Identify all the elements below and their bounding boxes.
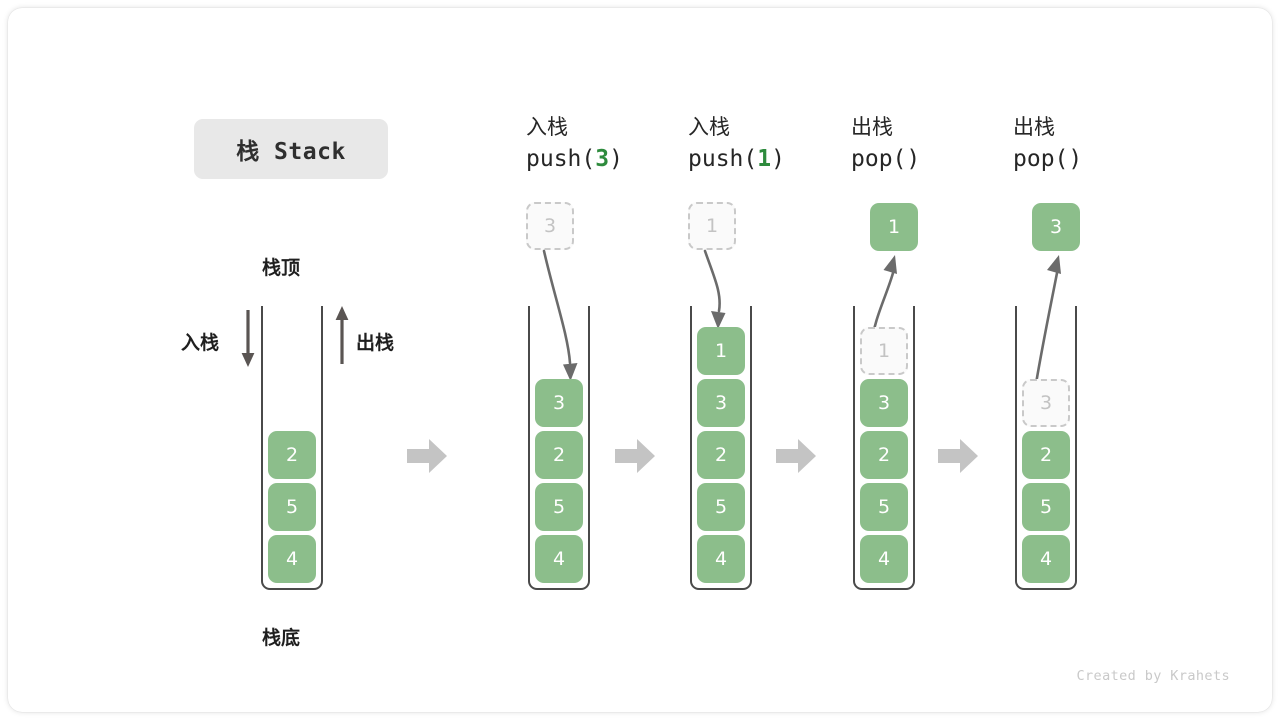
step-op-label: 入栈 (688, 115, 730, 139)
stack-container-pop-3 (1015, 306, 1077, 590)
step-pop-3: 出栈 pop() 3 3 2 5 4 (1013, 113, 1188, 593)
code-arg: 1 (757, 145, 772, 172)
step-op-label: 出栈 (851, 115, 893, 139)
stack-bottom-label: 栈底 (262, 627, 301, 649)
step-code-label: pop() (851, 143, 1021, 176)
stack-cell: 2 (1022, 431, 1070, 479)
stack-cell: 4 (697, 535, 745, 583)
stack-cell: 2 (268, 431, 316, 479)
code-prefix: push( (688, 145, 758, 172)
pop-direction-label: 出栈 (356, 332, 395, 354)
incoming-element: 1 (688, 202, 736, 250)
stack-cell: 5 (268, 483, 316, 531)
code-suffix: ) (771, 145, 785, 172)
stack-cell: 4 (1022, 535, 1070, 583)
stack-cell: 1 (697, 327, 745, 375)
stack-cell: 2 (860, 431, 908, 479)
diagram-title: 栈 Stack (194, 119, 388, 179)
stack-cell: 3 (860, 379, 908, 427)
push-direction-label: 入栈 (181, 332, 220, 354)
step-header-push-1: 入栈 push(1) (688, 113, 858, 175)
step-pop-1: 出栈 pop() 1 1 3 2 5 4 (851, 113, 1026, 593)
stack-cell: 5 (860, 483, 908, 531)
stack-cell: 2 (697, 431, 745, 479)
incoming-element: 3 (526, 202, 574, 250)
code-suffix: ) (609, 145, 623, 172)
step-header-push-3: 入栈 push(3) (526, 113, 696, 175)
code-suffix: ) (1068, 145, 1083, 172)
flow-arrow-icon (938, 439, 978, 473)
code-suffix: ) (906, 145, 921, 172)
step-header-pop-1: 出栈 pop() (851, 113, 1021, 175)
arrow-down-icon (239, 310, 257, 368)
step-initial: 栈顶 入栈 出栈 2 5 4 栈底 (181, 248, 413, 658)
footer-credit: Created by Krahets (1076, 668, 1230, 684)
stack-cell: 3 (697, 379, 745, 427)
stack-container-push-1 (690, 306, 752, 590)
stack-cell: 2 (535, 431, 583, 479)
removed-element: 3 (1022, 379, 1070, 427)
stack-container-push-3 (528, 306, 590, 590)
popped-element: 3 (1032, 203, 1080, 251)
diagram-canvas: 栈 Stack 栈顶 入栈 出栈 2 5 4 栈底 (8, 8, 1272, 712)
step-op-label: 入栈 (526, 115, 568, 139)
curved-arrow-down-icon (702, 249, 742, 335)
flow-arrow-icon (615, 439, 655, 473)
code-prefix: pop( (851, 145, 907, 172)
stack-container-initial (261, 306, 323, 590)
stack-cell: 4 (860, 535, 908, 583)
stack-cell: 5 (1022, 483, 1070, 531)
step-code-label: push(1) (688, 143, 858, 176)
stack-top-label: 栈顶 (262, 257, 301, 279)
stack-cell: 5 (535, 483, 583, 531)
step-code-label: pop() (1013, 143, 1183, 176)
stack-cell: 3 (535, 379, 583, 427)
code-prefix: push( (526, 145, 596, 172)
curved-arrow-down-icon (540, 249, 586, 387)
stack-cell: 4 (268, 535, 316, 583)
step-code-label: push(3) (526, 143, 696, 176)
step-push-3: 入栈 push(3) 3 3 2 5 4 (526, 113, 701, 593)
stack-cell: 5 (697, 483, 745, 531)
popped-element: 1 (870, 203, 918, 251)
step-op-label: 出栈 (1013, 115, 1055, 139)
step-push-1: 入栈 push(1) 1 1 3 2 5 4 (688, 113, 863, 593)
arrow-up-icon (333, 306, 351, 364)
flow-arrow-icon (407, 439, 447, 473)
removed-element: 1 (860, 327, 908, 375)
stack-cell: 4 (535, 535, 583, 583)
flow-arrow-icon (776, 439, 816, 473)
step-header-pop-3: 出栈 pop() (1013, 113, 1183, 175)
stack-container-pop-1 (853, 306, 915, 590)
code-prefix: pop( (1013, 145, 1069, 172)
code-arg: 3 (595, 145, 610, 172)
